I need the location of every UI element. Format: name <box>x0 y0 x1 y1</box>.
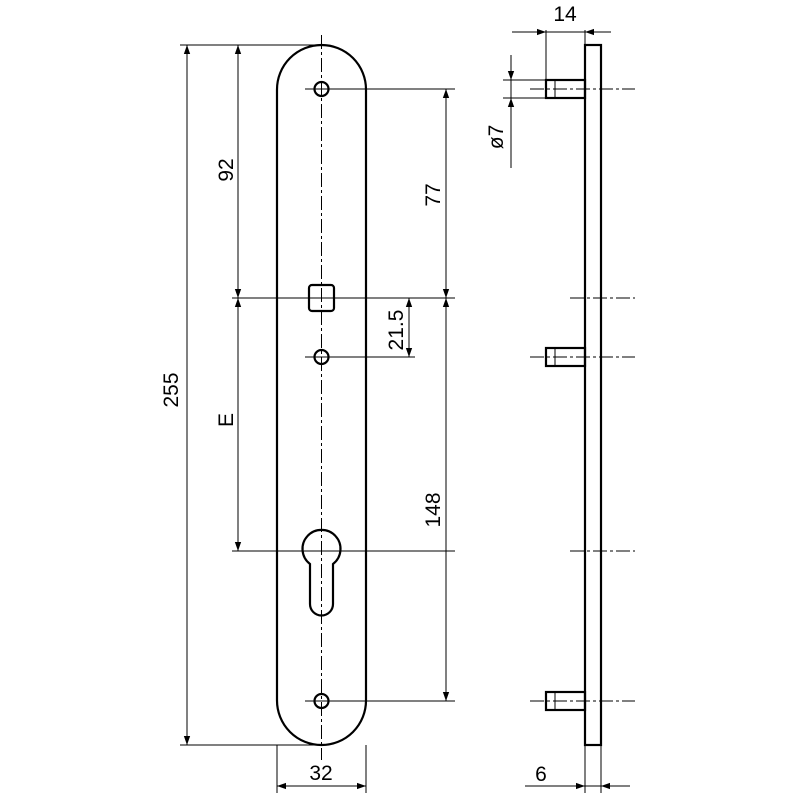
dim-stud-length-label: 14 <box>553 3 577 26</box>
side-view <box>530 43 635 747</box>
dim-handle-to-screw-label: 21.5 <box>385 310 408 351</box>
dim-handle-to-lower-hole: 148 <box>422 298 450 701</box>
dim-upper-hole-to-handle: 77 <box>422 89 450 298</box>
lower-stud <box>530 690 635 712</box>
dim-total-height: 255 <box>160 45 191 745</box>
dim-total-height-label: 255 <box>160 372 183 407</box>
front-view <box>275 35 368 760</box>
dim-upper-to-handle: 92 <box>215 45 242 298</box>
dim-plate-thickness: 6 <box>525 745 630 793</box>
dim-handle-to-screw: 21.5 <box>385 298 413 357</box>
dim-stud-diameter-label: ø7 <box>485 125 508 150</box>
middle-stud <box>530 346 635 368</box>
dim-upper-to-handle-label: 92 <box>215 158 238 181</box>
dim-plate-thickness-label: 6 <box>535 763 547 786</box>
side-plate-profile <box>583 43 603 747</box>
upper-stud <box>530 78 635 100</box>
dim-width: 32 <box>277 762 366 790</box>
dim-stud-diameter: ø7 <box>485 55 546 168</box>
dim-upper-hole-to-handle-label: 77 <box>422 183 445 206</box>
dim-width-label: 32 <box>309 762 332 785</box>
dim-handle-to-lower-hole-label: 148 <box>422 492 445 527</box>
cylinder-keyhole <box>301 528 342 617</box>
dim-backset-label: E <box>215 413 238 427</box>
dim-stud-length: 14 <box>512 3 611 80</box>
dim-backset: E <box>215 298 242 551</box>
front-extension-lines <box>180 44 455 793</box>
